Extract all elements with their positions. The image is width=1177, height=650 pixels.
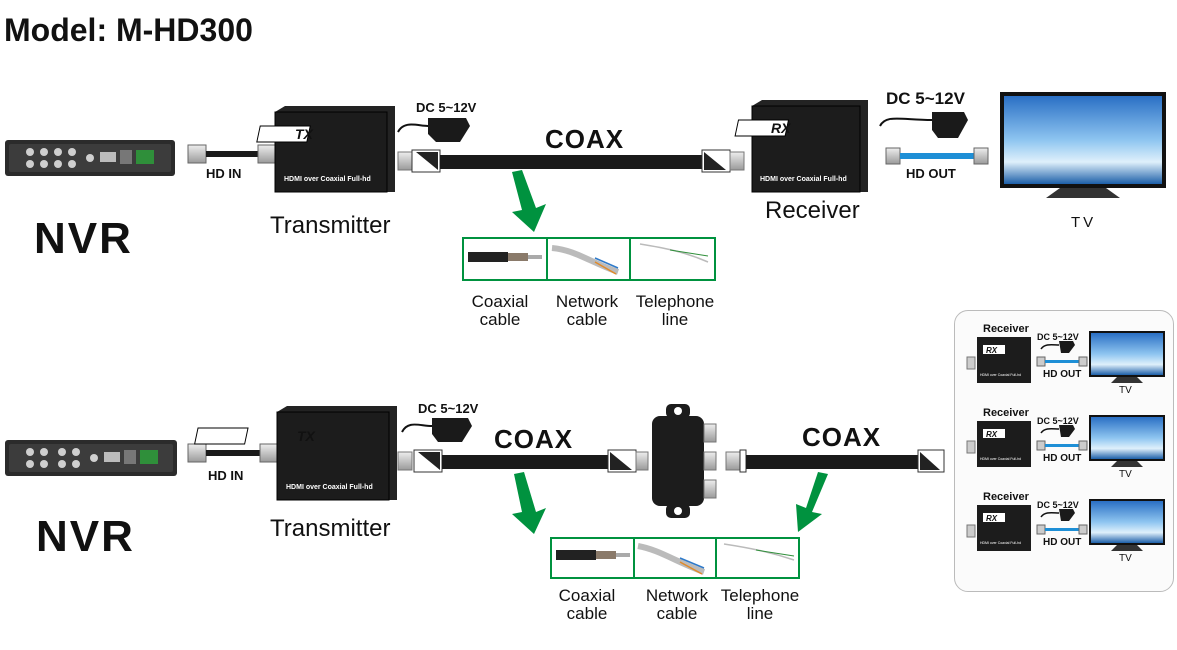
dc-label: DC 5~12V xyxy=(1037,500,1079,510)
nvr-label-top: NVR xyxy=(34,214,133,263)
hd-out-label: HD OUT xyxy=(1043,453,1082,464)
svg-text:RX: RX xyxy=(986,430,998,439)
transmitter-device-top: TX HDMI over Coaxial Full-hd xyxy=(256,106,395,193)
coax-label-bottom-right: COAX xyxy=(802,422,882,452)
splitter-device xyxy=(652,404,717,518)
tv-top xyxy=(1000,92,1166,198)
receiver-label-top: Receiver xyxy=(765,197,860,224)
multi-receiver-panel: Receiver RX HDMI over Coaxial Full-hd DC… xyxy=(954,310,1174,592)
receiver-group-2: Receiver RX HDMI over Coaxial Full-hd DC… xyxy=(955,395,1173,485)
hd-out-label: HD OUT xyxy=(1043,369,1082,380)
tv-label-top: TV xyxy=(1071,214,1097,231)
tv-label: TV xyxy=(1119,385,1132,396)
nvr-label-bottom: NVR xyxy=(36,512,135,561)
receiver-label: Receiver xyxy=(983,323,1029,335)
nvr-device-bottom xyxy=(5,440,177,476)
coax-cable-top xyxy=(397,149,745,173)
cable-types-bottom xyxy=(550,537,800,579)
dc-adapter-rx-top xyxy=(879,112,968,138)
svg-text:RX: RX xyxy=(986,514,998,523)
page-title: Model: M-HD300 xyxy=(4,12,253,48)
hd-out-label-top: HD OUT xyxy=(906,166,956,181)
cable-types-top xyxy=(462,237,716,281)
dc-label-rx-top: DC 5~12V xyxy=(886,89,965,108)
coax-label-top: COAX xyxy=(545,124,625,154)
hdmi-out-cable-top xyxy=(885,147,989,165)
tv-label: TV xyxy=(1119,553,1132,564)
transmitter-label-bottom: Transmitter xyxy=(270,515,391,542)
dc-label: DC 5~12V xyxy=(1037,416,1079,426)
hdmi-cable-top xyxy=(187,144,277,164)
receiver-label: Receiver xyxy=(983,407,1029,419)
receiver-group-graphics: RX HDMI over Coaxial Full-hd xyxy=(966,499,1165,551)
receiver-label: Receiver xyxy=(983,491,1029,503)
svg-text:HDMI over Coaxial Full-hd: HDMI over Coaxial Full-hd xyxy=(980,457,1021,461)
tx-caption: HDMI over Coaxial Full-hd xyxy=(284,176,371,183)
hd-out-label: HD OUT xyxy=(1043,537,1082,548)
svg-text:HDMI over Coaxial Full-hd: HDMI over Coaxial Full-hd xyxy=(980,541,1021,545)
arrow-bottom-left xyxy=(512,472,546,534)
tx-badge-text-bottom: TX xyxy=(297,428,317,444)
dc-adapter-tx-bottom xyxy=(401,418,472,442)
arrow-top xyxy=(512,170,546,232)
hd-in-label-bottom: HD IN xyxy=(208,468,244,483)
dc-label: DC 5~12V xyxy=(1037,332,1079,342)
transmitter-label-top: Transmitter xyxy=(270,212,391,239)
rx-badge-text: RX xyxy=(771,120,792,136)
receiver-device-top: RX HDMI over Coaxial Full-hd xyxy=(734,100,868,193)
receiver-group-1: Receiver RX HDMI over Coaxial Full-hd DC… xyxy=(955,311,1173,401)
dc-label-tx-top: DC 5~12V xyxy=(416,100,477,115)
transmitter-device-bottom: TX HDMI over Coaxial Full-hd xyxy=(194,406,397,501)
coax-cable-bottom-right xyxy=(725,449,945,473)
nvr-device-top xyxy=(5,140,175,176)
rx-caption: HDMI over Coaxial Full-hd xyxy=(760,176,847,183)
receiver-group-graphics: RX HDMI over Coaxial Full-hd xyxy=(966,415,1165,467)
coax-label-bottom-left: COAX xyxy=(494,424,574,454)
dc-adapter-tx-top xyxy=(397,118,470,142)
tv-label: TV xyxy=(1119,469,1132,480)
coax-cable-bottom-left xyxy=(397,449,649,473)
hd-in-label-top: HD IN xyxy=(206,166,242,181)
tx-caption-bottom: HDMI over Coaxial Full-hd xyxy=(286,484,373,491)
receiver-group-3: Receiver RX HDMI over Coaxial Full-hd DC… xyxy=(955,479,1173,569)
dc-label-tx-bottom: DC 5~12V xyxy=(418,401,479,416)
svg-text:HDMI over Coaxial Full-hd: HDMI over Coaxial Full-hd xyxy=(980,373,1021,377)
svg-text:RX: RX xyxy=(986,346,998,355)
receiver-group-graphics: RX HDMI over Coaxial Full-hd xyxy=(966,331,1165,383)
hdmi-cable-bottom xyxy=(187,443,279,463)
tx-badge-text: TX xyxy=(295,126,315,142)
arrow-bottom-right xyxy=(796,472,828,532)
